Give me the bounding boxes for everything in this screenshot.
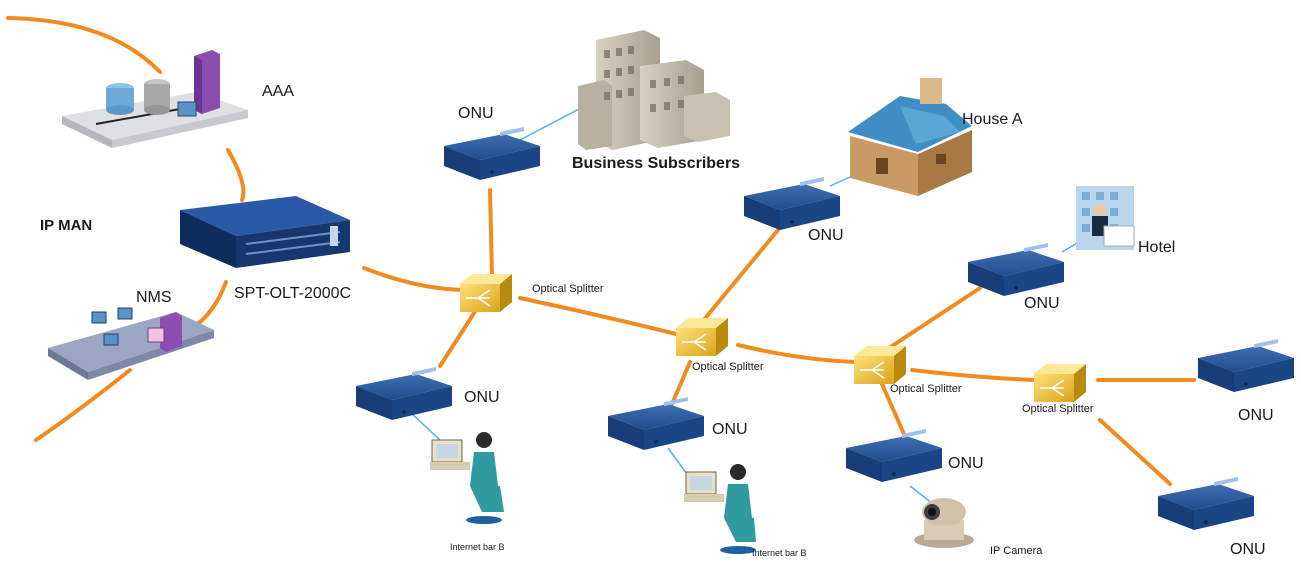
fiber-s2-onu-bottom (670, 360, 692, 406)
fiber-trunk-4 (910, 368, 1038, 382)
onu-label-5: ONU (712, 421, 748, 438)
optical-splitter-3: Optical Splitter (853, 345, 962, 395)
fiber-trunk-3 (736, 343, 858, 364)
internet-bar-user-1-icon: Internet bar B (430, 432, 505, 552)
ip-man-label: IP MAN (40, 217, 92, 234)
optical-splitter-label-3: Optical Splitter (890, 383, 962, 395)
optical-splitter-label-2: Optical Splitter (692, 361, 764, 373)
business-building-icon: Business Subscribers (572, 30, 740, 172)
onu-hotel: ONU (968, 242, 1064, 312)
onu-label-1: ONU (458, 105, 494, 122)
onu-internet-bar-1: ONU (356, 366, 500, 420)
optical-splitter-label-4: Optical Splitter (1022, 403, 1094, 415)
fiber-s4-onu-bottom (1098, 418, 1172, 486)
house-a-label: House A (962, 111, 1023, 128)
onu-internet-bar-2: ONU (608, 396, 748, 450)
fiber-s1-onu-top (488, 188, 494, 278)
fiber-olt-nms (190, 280, 228, 330)
onu-label-6: ONU (948, 455, 984, 472)
onu-house: ONU (744, 176, 844, 244)
fiber-top-arc (6, 16, 162, 74)
fiber-aaa-olt (226, 148, 246, 202)
internet-bar-user-2-icon: Internet bar B (684, 464, 807, 558)
ip-camera-icon: IP Camera (914, 498, 1043, 557)
onu-label-3: ONU (1024, 295, 1060, 312)
nms-label: NMS (136, 289, 172, 306)
aaa-label: AAA (262, 83, 294, 100)
onu-right: ONU (1198, 338, 1294, 424)
fiber-s2-onu-house (700, 228, 780, 324)
internet-bar-label-1: Internet bar B (450, 542, 505, 552)
fiber-s1-onu-bottom (438, 308, 478, 368)
fiber-trunk-2 (518, 296, 682, 337)
olt-label: SPT-OLT-2000C (234, 285, 351, 302)
optical-splitter-1: Optical Splitter (459, 273, 604, 313)
onu-label-7: ONU (1238, 407, 1274, 424)
onu-label-4: ONU (464, 389, 500, 406)
optical-splitter-2: Optical Splitter (675, 317, 764, 373)
house-icon: House A (848, 78, 1023, 196)
onu-bottom-right: ONU (1158, 476, 1266, 558)
fiber-trunk-1 (362, 266, 470, 292)
onu-label-8: ONU (1230, 541, 1266, 558)
onu-ip-camera: ONU (846, 428, 984, 482)
hotel-label: Hotel (1138, 239, 1175, 256)
aaa-server-group: AAA (62, 50, 294, 148)
onu-business: ONU (444, 105, 540, 180)
fiber-links (6, 16, 1196, 486)
internet-bar-label-2: Internet bar B (752, 548, 807, 558)
olt-device: SPT-OLT-2000C (180, 196, 351, 302)
ip-camera-label: IP Camera (990, 545, 1043, 557)
business-subscribers-label: Business Subscribers (572, 155, 740, 172)
fiber-bottom-arc (34, 368, 132, 442)
onu-label-2: ONU (808, 227, 844, 244)
fiber-s3-onu-camera (880, 382, 906, 436)
fiber-s3-onu-hotel (884, 286, 982, 352)
nms-group: NMS (48, 289, 214, 380)
optical-splitter-label-1: Optical Splitter (532, 283, 604, 295)
hotel-icon: Hotel (1076, 186, 1175, 256)
optical-splitter-4: Optical Splitter (1022, 363, 1094, 415)
